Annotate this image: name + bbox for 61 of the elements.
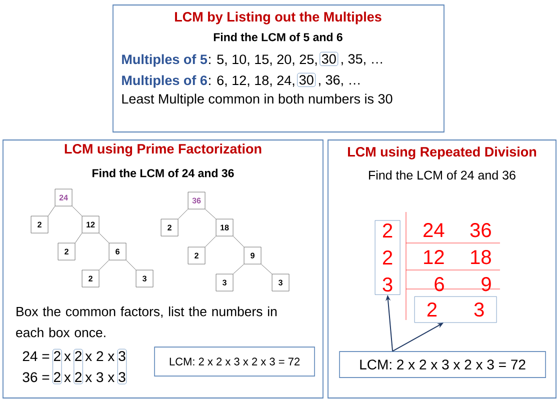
factor-box: 6 xyxy=(108,242,126,260)
branch-line xyxy=(205,209,216,220)
factor-box: 3 xyxy=(272,274,290,292)
number-list: , 36, … xyxy=(319,75,360,86)
common-factor-box: 2 2 xyxy=(74,348,83,384)
panel-title: LCM by Listing out the Multiples xyxy=(175,12,382,24)
panel-title: LCM using Prime Factorization xyxy=(64,144,262,156)
panel-title: LCM using Repeated Division xyxy=(348,146,536,160)
branch-line xyxy=(48,206,56,216)
equation-text: x 3 x xyxy=(85,372,115,382)
factor-box: 3 xyxy=(216,274,234,292)
factor-box: 2 xyxy=(188,246,206,264)
result-box: LCM: 2 x 2 x 3 x 2 x 3 = 72 xyxy=(339,351,546,378)
multiples-heading: Multiples of 6 xyxy=(122,75,207,88)
factor-box: 2 xyxy=(58,242,76,260)
remainder-box: 2 3 xyxy=(414,296,497,323)
factor-box: 9 xyxy=(244,246,262,264)
number-list: : 5, 10, 15, 20, 25, xyxy=(209,54,317,66)
factor-box: 2 xyxy=(30,216,48,234)
branch-line xyxy=(261,264,272,274)
factor-box: 12 xyxy=(82,216,100,234)
common-factor-box: 3 3 xyxy=(117,348,127,384)
highlight-box: 30 xyxy=(320,52,338,66)
quotient-number: 36 xyxy=(470,223,491,238)
factor-box: 2 xyxy=(82,270,100,288)
factor-box: 18 xyxy=(216,218,234,236)
equation-text: x xyxy=(64,374,71,382)
common-factor-box: 2 2 xyxy=(52,348,62,384)
subtitle: Find the LCM of 24 and 36 xyxy=(92,168,234,178)
factor-box: 24 xyxy=(54,188,72,206)
number-list: , 35, … xyxy=(342,54,382,66)
branch-line xyxy=(233,236,244,248)
divisor-box: 2 2 3 xyxy=(374,220,400,295)
factor-box: 3 xyxy=(136,270,154,288)
highlight-box: 30 xyxy=(297,72,316,87)
branch-line xyxy=(99,233,110,244)
equation-text: 36 = xyxy=(22,372,50,382)
instruction-text: Box the common factors, list the numbers in each box once. xyxy=(16,306,277,338)
branch-line xyxy=(72,206,82,216)
multiples-heading: Multiples of 5 xyxy=(122,54,208,67)
equation-text: x xyxy=(64,354,71,361)
branch-line xyxy=(205,236,216,248)
quotient-number: 9 xyxy=(482,277,491,292)
equation-text: 24 = xyxy=(22,351,50,361)
subtitle: Find the LCM of 5 and 6 xyxy=(214,32,342,42)
quotient-number: 24 xyxy=(424,223,444,237)
branch-line xyxy=(75,233,82,244)
branch-line xyxy=(178,209,188,220)
equation-text: x 2 x xyxy=(85,351,115,361)
number-list: : 6, 12, 18, 24, xyxy=(209,76,294,87)
branch-line xyxy=(126,260,136,270)
conclusion-text: Least Multiple common in both numbers is 30 xyxy=(122,94,392,106)
result-box: LCM: 2 x 2 x 3 x 2 x 3 = 72 xyxy=(154,346,315,376)
quotient-number: 6 xyxy=(434,277,444,292)
quotient-number: 18 xyxy=(471,250,491,264)
factor-box: 2 xyxy=(160,218,178,236)
subtitle: Find the LCM of 24 and 36 xyxy=(369,170,516,180)
quotient-number: 12 xyxy=(424,250,444,264)
branch-line xyxy=(99,260,110,270)
factor-box: 36 xyxy=(188,192,206,210)
branch-line xyxy=(233,264,244,274)
